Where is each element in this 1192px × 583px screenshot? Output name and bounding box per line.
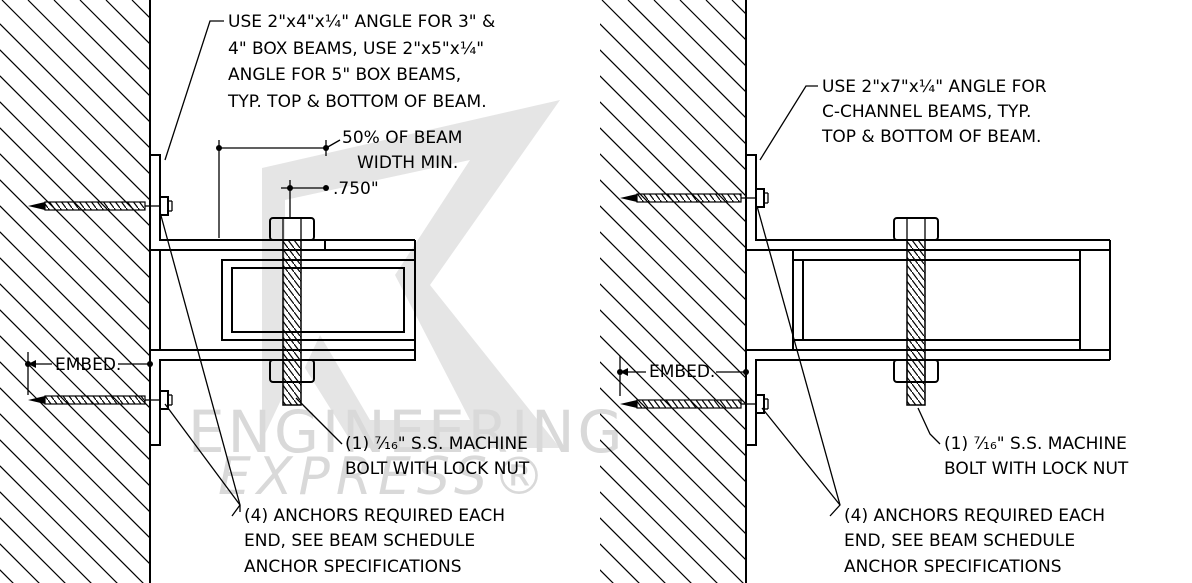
hatch-line <box>0 517 66 583</box>
hatch-line <box>0 491 92 583</box>
hatch-line <box>27 0 150 123</box>
right-machine-bolt <box>893 217 939 406</box>
right-anchor-note-line-1: (4) ANCHORS REQUIRED EACH <box>844 506 1105 526</box>
hatch-line <box>0 439 144 583</box>
hatch-line <box>0 49 150 201</box>
hatch-line <box>1070 0 1192 583</box>
hatch-line <box>601 0 746 145</box>
left-offset-dimension <box>281 180 329 218</box>
hatch-line <box>627 0 746 119</box>
left-offset-label: .750" <box>333 179 379 199</box>
left-anchor-note-line-2: END, SEE BEAM SCHEDULE <box>244 531 475 551</box>
hatch-line <box>0 465 118 583</box>
right-anchor-note-line-3: ANCHOR SPECIFICATIONS <box>844 557 1062 577</box>
hatch-line <box>600 49 746 197</box>
hatch-line <box>600 283 746 431</box>
left-angle-note-line-4: TYP. TOP & BOTTOM OF BEAM. <box>227 92 487 112</box>
left-leaders <box>159 20 343 517</box>
left-angle-note-line-3: ANGLE FOR 5" BOX BEAMS, <box>228 65 461 85</box>
right-angle-note-line-3: TOP & BOTTOM OF BEAM. <box>821 127 1041 147</box>
hatch-line <box>600 491 692 583</box>
hatch-line <box>600 387 746 535</box>
right-anchor-bottom <box>620 394 769 414</box>
hatch-line <box>600 23 746 171</box>
hatch-line <box>600 361 746 509</box>
hatch-line <box>1044 0 1192 583</box>
right-bolt-note-line-1: (1) ⁷⁄₁₆" S.S. MACHINE <box>944 434 1127 454</box>
hatch-line <box>600 75 746 223</box>
hatch-line <box>600 205 746 353</box>
hatch-line <box>0 569 14 583</box>
hatch-line <box>1122 0 1192 583</box>
hatch-line <box>0 361 150 513</box>
hatch-line <box>0 387 150 539</box>
right-anchor-note-line-2: END, SEE BEAM SCHEDULE <box>844 531 1075 551</box>
hatch-line <box>0 179 150 331</box>
right-embed-label: EMBED. <box>649 362 715 382</box>
left-beam-width-note-line-1: 50% OF BEAM <box>342 128 462 148</box>
hatch-line <box>0 153 150 305</box>
left-anchor-note: (4) ANCHORS REQUIRED EACH END, SEE BEAM … <box>244 506 505 577</box>
right-top-angle <box>746 154 1110 251</box>
hatch-line <box>1 0 150 149</box>
left-embed-label: EMBED. <box>55 355 121 375</box>
hatch-line <box>600 439 744 583</box>
hatch-line <box>0 413 150 565</box>
left-angle-note: USE 2"x4"x¼" ANGLE FOR 3" & 4" BOX BEAMS… <box>227 12 495 112</box>
right-c-channel-beam <box>792 240 1111 360</box>
left-anchor-top <box>28 196 173 216</box>
hatch-line <box>600 465 718 583</box>
hatch-line <box>1174 0 1192 583</box>
left-bolt-note: (1) ⁷⁄₁₆" S.S. MACHINE BOLT WITH LOCK NU… <box>345 434 530 479</box>
hatch-line <box>0 23 150 175</box>
left-angle-note-line-1: USE 2"x4"x¼" ANGLE FOR 3" & <box>228 12 495 32</box>
right-bolt-note: (1) ⁷⁄₁₆" S.S. MACHINE BOLT WITH LOCK NU… <box>944 434 1129 479</box>
left-bolt-note-line-1: (1) ⁷⁄₁₆" S.S. MACHINE <box>345 434 528 454</box>
left-machine-bolt <box>269 217 315 406</box>
left-anchor-note-line-1: (4) ANCHORS REQUIRED EACH <box>244 506 505 526</box>
left-anchor-bottom <box>28 390 173 410</box>
right-anchor-note: (4) ANCHORS REQUIRED EACH END, SEE BEAM … <box>844 506 1105 577</box>
hatch-line <box>1148 0 1192 583</box>
hatch-line <box>0 205 150 357</box>
hatch-line <box>0 543 40 583</box>
hatch-line <box>600 179 746 327</box>
left-beam-width-dimension <box>216 139 341 238</box>
left-angle-note-line-2: 4" BOX BEAMS, USE 2"x5"x¼" <box>228 39 484 59</box>
hatch-line <box>600 231 746 379</box>
hatch-line <box>0 283 150 435</box>
hatch-line <box>0 257 150 409</box>
left-beam-width-note: 50% OF BEAM WIDTH MIN. <box>342 128 462 173</box>
hatch-line <box>600 413 746 561</box>
right-bolt-note-line-2: BOLT WITH LOCK NUT <box>944 459 1129 479</box>
hatch-line <box>0 75 150 227</box>
right-angle-note: USE 2"x7"x¼" ANGLE FOR C-CHANNEL BEAMS, … <box>821 77 1047 147</box>
right-embed-dimension <box>617 356 749 396</box>
hatch-line <box>600 257 746 405</box>
left-beam-width-note-line-2: WIDTH MIN. <box>357 153 458 173</box>
hatch-line <box>0 231 150 383</box>
right-anchor-top <box>620 188 769 208</box>
left-bolt-note-line-2: BOLT WITH LOCK NUT <box>345 459 530 479</box>
right-angle-note-line-1: USE 2"x7"x¼" ANGLE FOR <box>822 77 1047 97</box>
right-angle-note-line-2: C-CHANNEL BEAMS, TYP. <box>822 102 1031 122</box>
watermark-line-1: ENGINEERING <box>188 398 626 466</box>
right-leaders <box>756 85 941 517</box>
left-anchor-note-line-3: ANCHOR SPECIFICATIONS <box>244 557 462 577</box>
watermark-line-2: EXPRESS® <box>218 447 551 507</box>
left-embed-dimension <box>25 352 153 395</box>
